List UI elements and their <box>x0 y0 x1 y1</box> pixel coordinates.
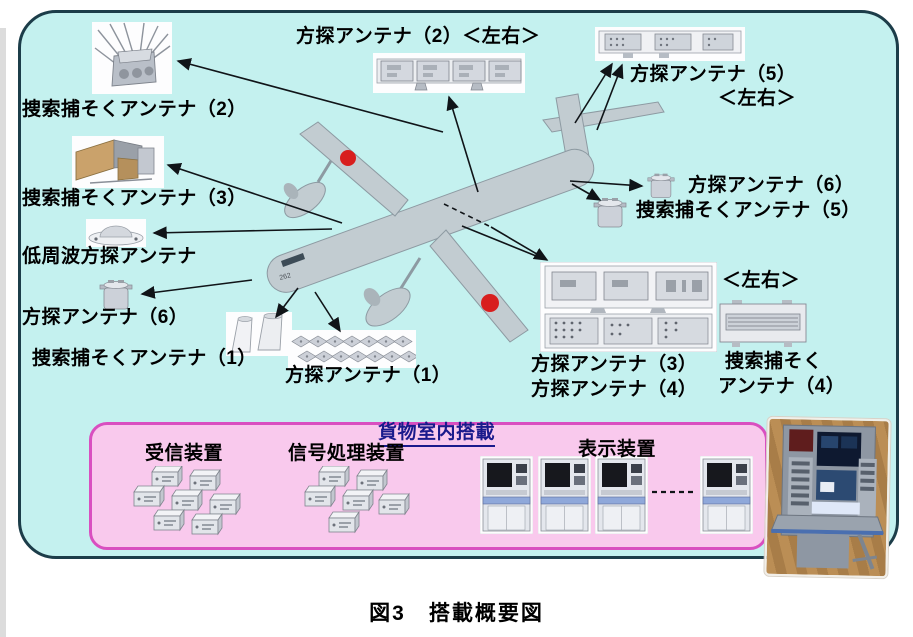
display-label: 表示装置 <box>578 439 657 460</box>
figure-caption: 図3 搭載概要図 <box>369 602 544 625</box>
label-df-antenna-6-left: 方探アンテナ（6） <box>22 307 189 328</box>
scan-edge-strip <box>0 28 6 637</box>
df-antenna-3-4-image <box>540 262 717 352</box>
low-freq-df-antenna-image <box>86 219 146 247</box>
label-df-antenna-5-lr: ＜左右＞ <box>718 88 797 109</box>
label-low-freq-df-antenna: 低周波方探アンテナ <box>22 246 197 267</box>
label-search-antenna-3: 捜索捕そくアンテナ（3） <box>22 188 247 209</box>
search-antenna-3-image <box>72 136 164 188</box>
label-df-antenna-4: 方探アンテナ（4） <box>531 379 698 400</box>
cargo-panel-title: 貨物室内搭載 <box>378 422 496 447</box>
df-antenna-5-image <box>595 27 745 61</box>
df-antenna-2-image <box>373 53 525 93</box>
df-antenna-6-right-image <box>646 172 676 200</box>
receiver-units-image <box>120 466 255 538</box>
search-antenna-5-image <box>592 196 628 230</box>
label-df-antenna-6-right: 方探アンテナ（6） <box>688 175 855 196</box>
display-console-4 <box>700 456 753 534</box>
label-lr-tag: ＜左右＞ <box>722 270 801 291</box>
label-df-antenna-1: 方探アンテナ（1） <box>285 365 452 386</box>
search-antenna-4-image <box>718 298 808 348</box>
operator-console-photo <box>764 416 891 579</box>
search-antenna-2-image <box>92 22 172 94</box>
display-console-2 <box>538 456 591 534</box>
label-df-antenna-2: 方探アンテナ（2）＜左右＞ <box>296 26 541 47</box>
label-search-antenna-5: 捜索捕そくアンテナ（5） <box>636 200 861 221</box>
display-console-3 <box>595 456 648 534</box>
label-search-antenna-4-line2: アンテナ（4） <box>718 376 846 397</box>
display-console-1 <box>480 456 533 534</box>
label-search-antenna-1: 捜索捕そくアンテナ（1） <box>32 348 257 369</box>
signal-processor-label: 信号処理装置 <box>288 443 406 464</box>
label-df-antenna-3: 方探アンテナ（3） <box>531 354 698 375</box>
signal-processor-units-image <box>295 466 413 536</box>
label-search-antenna-2: 捜索捕そくアンテナ（2） <box>22 99 247 120</box>
label-search-antenna-4-line1: 捜索捕そく <box>725 351 823 372</box>
label-df-antenna-5: 方探アンテナ（5） <box>630 64 797 85</box>
df-antenna-1-image <box>288 330 416 368</box>
receiver-label: 受信装置 <box>145 443 224 464</box>
